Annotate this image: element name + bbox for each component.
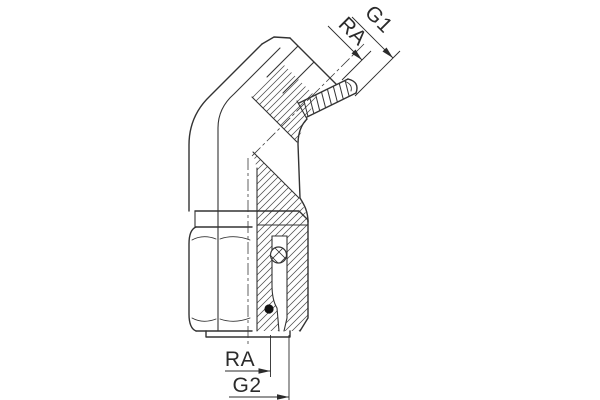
hatch-bottom-body	[257, 211, 308, 331]
hatch-under-hex	[252, 65, 316, 142]
body-right-s-profile	[297, 118, 309, 223]
g2-arrow	[277, 394, 289, 400]
ra-top-extension-line	[341, 50, 372, 81]
hex-facet-line-1	[266, 45, 299, 78]
g1-arrow	[382, 47, 393, 58]
ra-bottom-arrow	[258, 368, 271, 374]
nut-chamfer-arc-br	[219, 317, 251, 322]
o-ring	[269, 246, 288, 264]
body-top-step	[194, 210, 309, 332]
stud-hex-front-face	[289, 37, 337, 85]
hex-facet-line-2	[282, 61, 315, 94]
nut-chamfer-arc-tl	[191, 236, 217, 241]
g1-extension-line	[354, 50, 401, 97]
elbow-outer-profile	[188, 43, 263, 212]
nut-chamfer-arc-tr	[219, 236, 251, 241]
thread-tip-chamfer	[347, 78, 358, 94]
section-hatching	[252, 65, 316, 331]
stud-axis-centerline	[251, 43, 365, 157]
seal-dot	[264, 304, 274, 314]
nut-outline	[188, 226, 197, 332]
dim-label-ra-bottom: RA	[225, 348, 255, 371]
thread-start-edge	[296, 100, 308, 120]
dim-label-g2: G2	[232, 374, 261, 397]
centerlines	[247, 43, 365, 346]
bore-band-upper-edge	[251, 96, 298, 143]
dimensions	[225, 16, 401, 400]
groove-right-wall	[283, 235, 288, 332]
thread-rail-upper	[298, 78, 349, 104]
stud-hex-roof	[261, 36, 291, 45]
groove-left-wall	[271, 235, 280, 332]
bore-band-lower-edge	[252, 151, 300, 199]
o-ring-body	[269, 246, 288, 264]
hatch-corner-block	[253, 152, 307, 218]
nut-chamfer-arc-bl	[191, 317, 217, 322]
elbow-inner-profile	[217, 47, 281, 212]
ra-top-arrow	[351, 49, 362, 60]
